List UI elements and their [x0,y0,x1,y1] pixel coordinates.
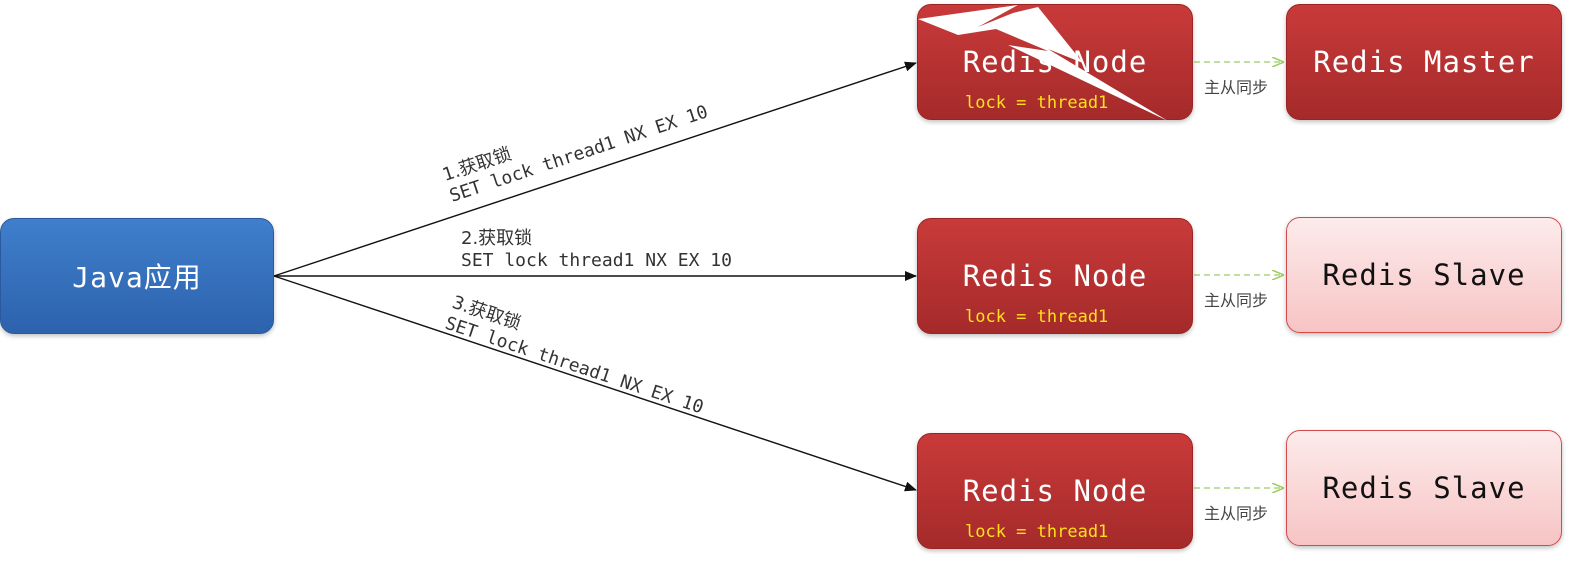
java-app-label: Java应用 [72,261,202,294]
redis-slave-2-box: Redis Slave [1286,430,1562,546]
redis-node-3: Redis Node lock = thread1 [917,433,1193,549]
sync-label-2: 主从同步 [1204,291,1269,310]
edge-label-2: 2.获取锁 SET lock thread1 NX EX 10 [461,228,732,272]
arrow-java-to-node1 [273,61,917,277]
redis-node-2-lock: lock = thread1 [965,307,1109,327]
redis-node-3-title: Redis Node [962,474,1148,508]
redis-slave-1-box: Redis Slave [1286,217,1562,333]
redis-node-3-lock: lock = thread1 [965,522,1109,542]
sync-label-1: 主从同步 [1204,78,1269,97]
redis-master-label: Redis Master [1313,45,1535,79]
redis-slave-2-label: Redis Slave [1322,471,1526,505]
edge-2-step: 2.获取锁 [461,228,533,249]
redis-node-2-title: Redis Node [962,259,1148,293]
redis-master-box: Redis Master [1286,4,1562,120]
lightning-bolt-icon [918,5,1168,121]
java-app-box: Java应用 [0,218,274,334]
redis-node-2: Redis Node lock = thread1 [917,218,1193,334]
redis-node-1-lock: lock = thread1 [965,93,1109,113]
edge-2-command: SET lock thread1 NX EX 10 [461,250,732,271]
arrow-java-to-node3 [273,275,917,492]
sync-label-3: 主从同步 [1204,504,1269,523]
redis-slave-1-label: Redis Slave [1322,258,1526,292]
redis-node-1: Redis Node lock = thread1 [917,4,1193,121]
